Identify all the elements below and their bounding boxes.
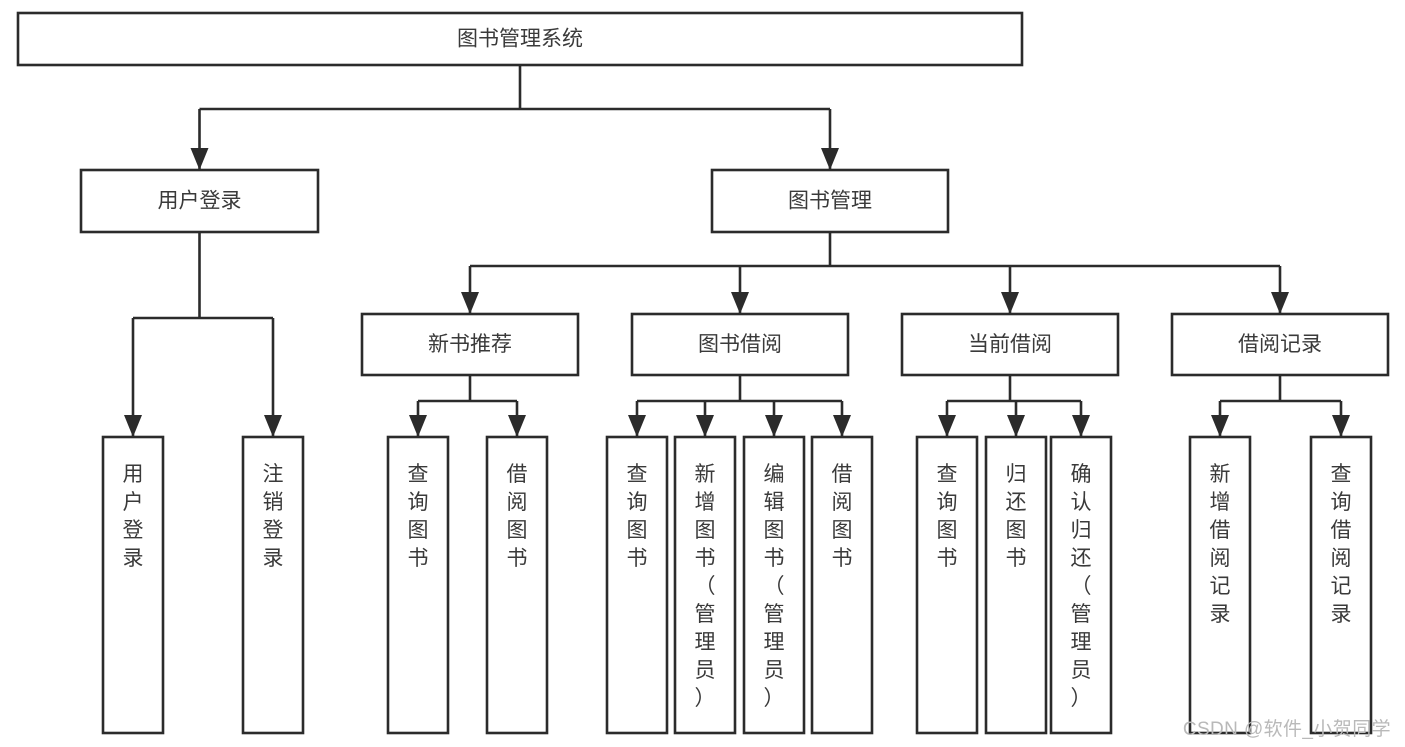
node-leaf-query-book-1[interactable]: 查询图书: [386, 435, 450, 735]
node-current-borrow[interactable]: 当前借阅: [900, 312, 1120, 377]
node-label: 查询图书: [627, 463, 648, 570]
arrow-head-icon: [190, 148, 209, 170]
node-label: 图书管理: [788, 190, 872, 213]
node-label: 图书借阅: [698, 333, 782, 356]
arrow-head-icon: [124, 415, 142, 437]
node-label: 确认归还（管理员）: [1071, 463, 1092, 710]
node-user-login[interactable]: 用户登录: [79, 168, 320, 234]
node-box[interactable]: [710, 168, 950, 234]
arrow-head-icon: [833, 415, 851, 437]
arrow-head-icon: [821, 148, 839, 170]
node-box[interactable]: [1309, 435, 1373, 735]
arrow-head-icon: [1072, 415, 1090, 437]
node-box[interactable]: [101, 435, 165, 735]
node-box[interactable]: [485, 435, 549, 735]
node-box[interactable]: [810, 435, 874, 735]
arrow-head-icon: [731, 292, 749, 314]
node-new-book-rec[interactable]: 新书推荐: [360, 312, 580, 377]
node-label: 注销登录: [263, 463, 284, 570]
node-label: 编辑图书（管理员）: [764, 463, 785, 710]
node-leaf-query-book-3[interactable]: 查询图书: [915, 435, 979, 735]
arrow-head-icon: [1007, 415, 1025, 437]
node-box[interactable]: [984, 435, 1048, 735]
node-box[interactable]: [79, 168, 320, 234]
node-label: 用户登录: [123, 463, 144, 570]
arrow-head-icon: [696, 415, 714, 437]
arrow-head-icon: [1211, 415, 1229, 437]
node-box[interactable]: [1188, 435, 1252, 735]
node-box[interactable]: [241, 435, 305, 735]
node-leaf-borrow-book-2[interactable]: 借阅图书: [810, 435, 874, 735]
arrow-head-icon: [628, 415, 646, 437]
node-label: 新增借阅记录: [1210, 463, 1231, 626]
node-box[interactable]: [742, 435, 806, 735]
arrow-head-icon: [1001, 292, 1019, 314]
node-label: 查询图书: [408, 463, 429, 570]
node-label: 借阅图书: [832, 463, 853, 570]
node-borrow-record[interactable]: 借阅记录: [1170, 312, 1390, 377]
node-box[interactable]: [630, 312, 850, 377]
node-leaf-confirm-return[interactable]: 确认归还（管理员）: [1049, 435, 1113, 735]
node-box[interactable]: [1049, 435, 1113, 735]
node-label: 用户登录: [158, 190, 242, 213]
node-label: 图书管理系统: [457, 28, 583, 51]
arrow-head-icon: [765, 415, 783, 437]
arrow-head-icon: [938, 415, 956, 437]
node-leaf-add-record[interactable]: 新增借阅记录: [1188, 435, 1252, 735]
node-label: 归还图书: [1006, 463, 1027, 570]
arrow-head-icon: [409, 415, 427, 437]
node-layer: 图书管理系统用户登录图书管理新书推荐图书借阅当前借阅借阅记录用户登录注销登录查询…: [16, 11, 1390, 735]
node-leaf-user-login[interactable]: 用户登录: [101, 435, 165, 735]
node-box[interactable]: [900, 312, 1120, 377]
node-label: 新书推荐: [428, 333, 512, 356]
node-book-manage[interactable]: 图书管理: [710, 168, 950, 234]
node-label: 查询借阅记录: [1331, 463, 1352, 626]
connector-layer: [124, 65, 1350, 437]
node-leaf-query-book-2[interactable]: 查询图书: [605, 435, 669, 735]
node-leaf-borrow-book-1[interactable]: 借阅图书: [485, 435, 549, 735]
node-label: 借阅图书: [507, 463, 528, 570]
node-box[interactable]: [1170, 312, 1390, 377]
node-leaf-logout[interactable]: 注销登录: [241, 435, 305, 735]
node-label: 当前借阅: [968, 333, 1052, 356]
node-box[interactable]: [673, 435, 737, 735]
node-leaf-add-book[interactable]: 新增图书（管理员）: [673, 435, 737, 735]
node-leaf-query-record[interactable]: 查询借阅记录: [1309, 435, 1373, 735]
arrow-head-icon: [264, 415, 282, 437]
node-leaf-return-book[interactable]: 归还图书: [984, 435, 1048, 735]
node-label: 借阅记录: [1238, 333, 1322, 356]
node-box[interactable]: [360, 312, 580, 377]
node-label: 查询图书: [937, 463, 958, 570]
node-label: 新增图书（管理员）: [695, 463, 716, 710]
node-book-borrow[interactable]: 图书借阅: [630, 312, 850, 377]
node-box[interactable]: [605, 435, 669, 735]
node-root[interactable]: 图书管理系统: [16, 11, 1024, 67]
arrow-head-icon: [508, 415, 526, 437]
arrow-head-icon: [461, 292, 479, 314]
node-box[interactable]: [915, 435, 979, 735]
arrow-head-icon: [1271, 292, 1289, 314]
node-box[interactable]: [16, 11, 1024, 67]
node-box[interactable]: [386, 435, 450, 735]
node-leaf-edit-book[interactable]: 编辑图书（管理员）: [742, 435, 806, 735]
arrow-head-icon: [1332, 415, 1350, 437]
